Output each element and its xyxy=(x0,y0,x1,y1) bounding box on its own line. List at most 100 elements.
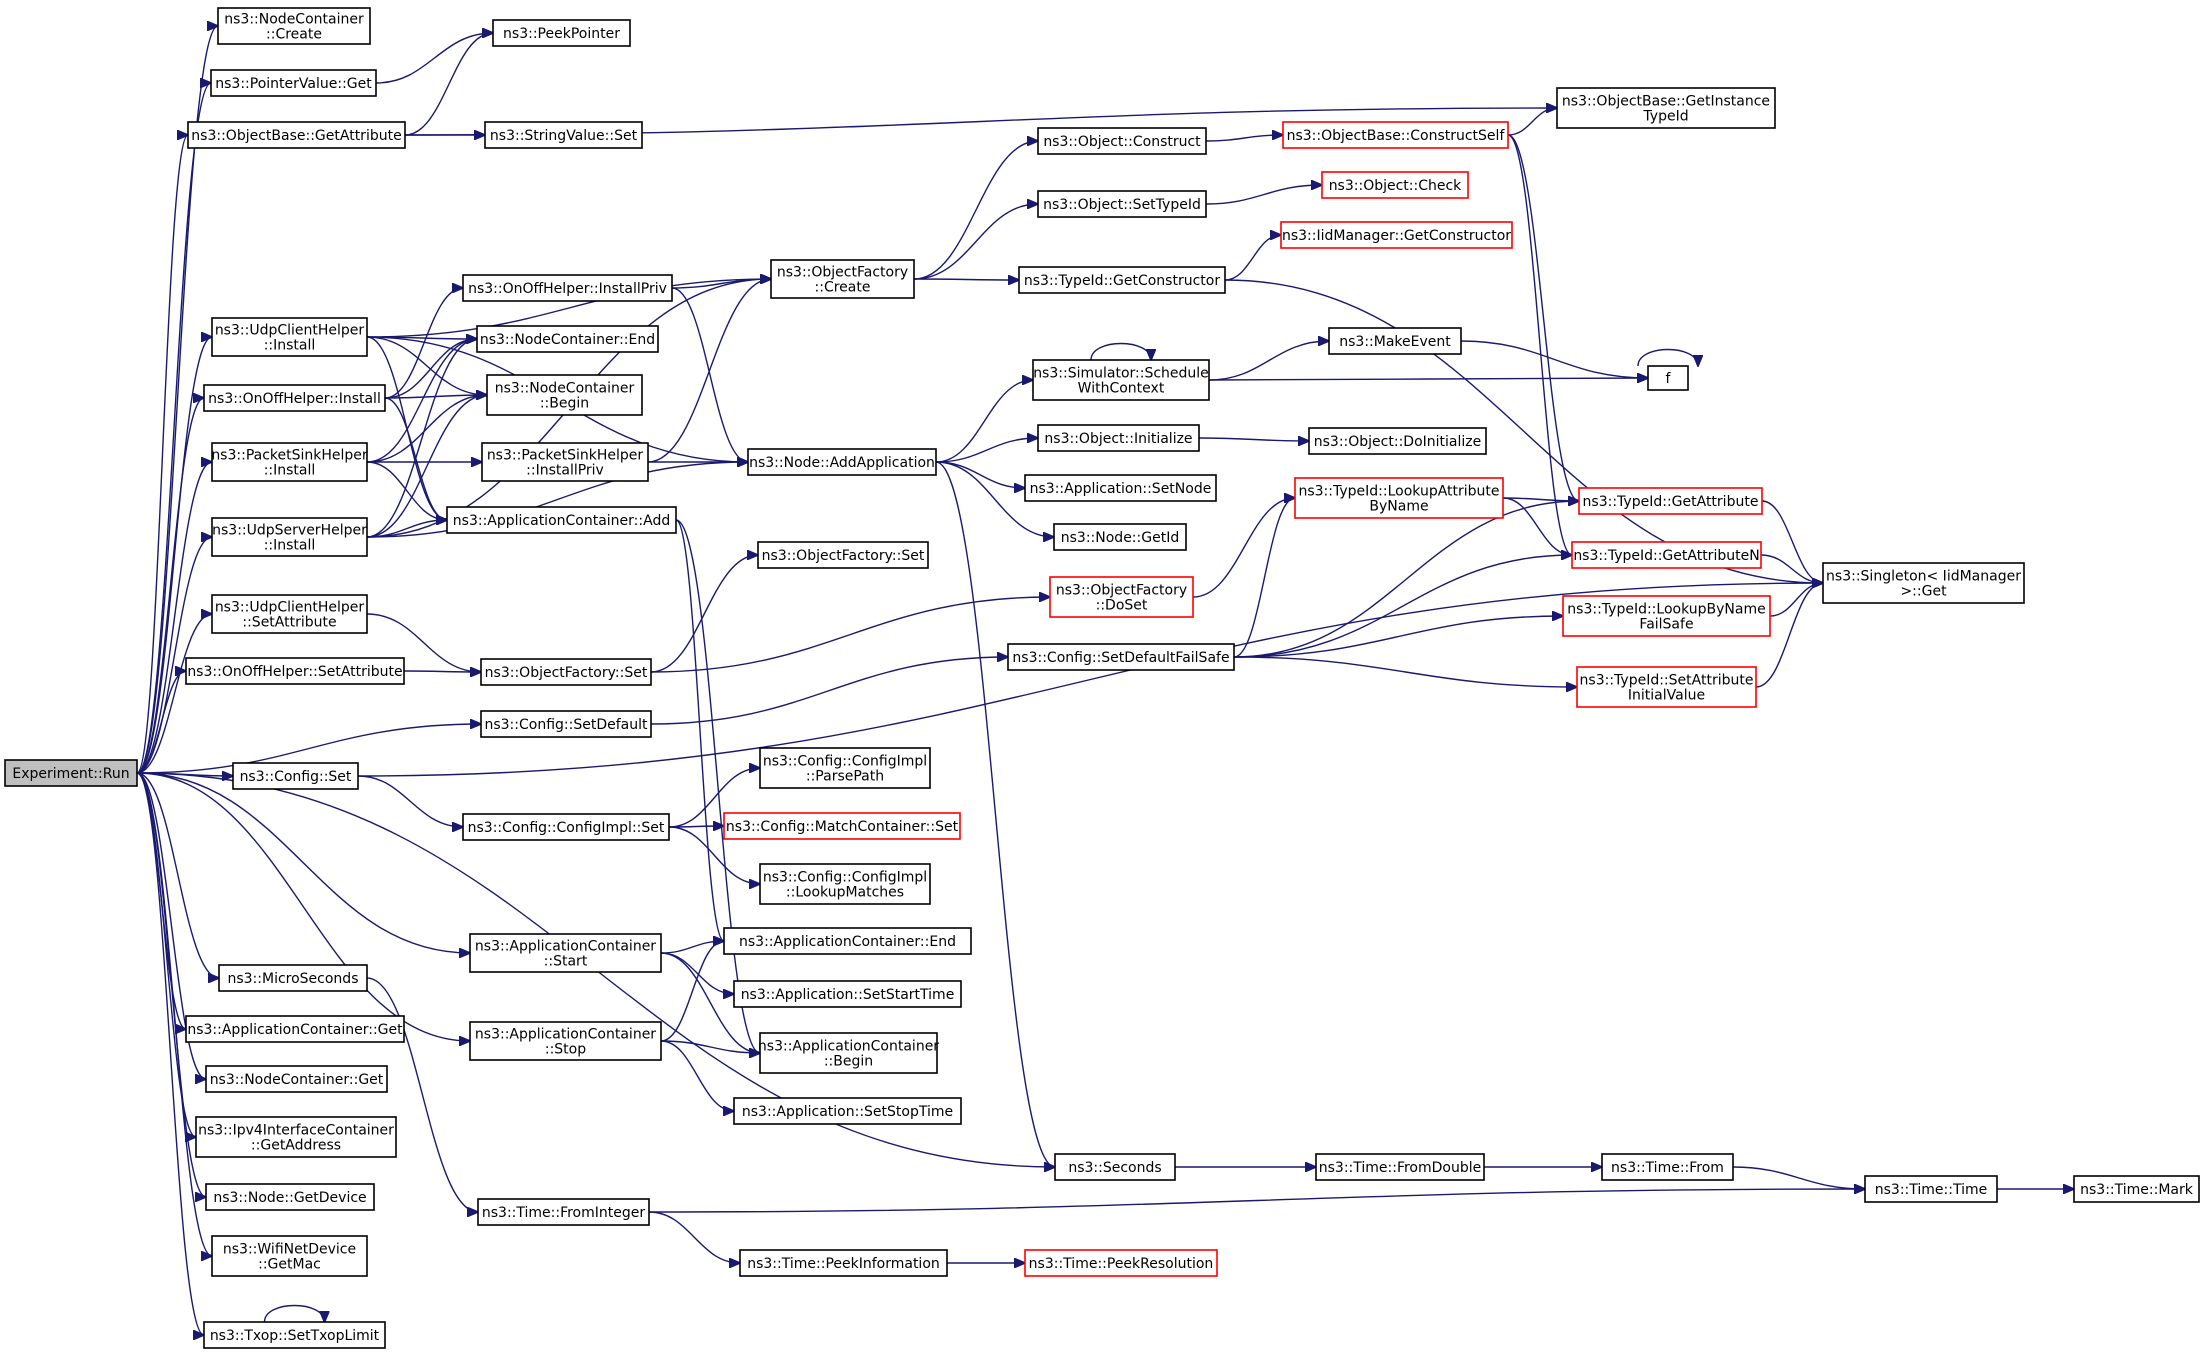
node-box xyxy=(211,317,368,357)
node-label: ns3::ApplicationContainer::Add xyxy=(453,513,670,529)
node-label: ns3::TypeId::LookupByName xyxy=(1567,602,1765,618)
node-obj-construct[interactable]: ns3::Object::Construct xyxy=(1037,127,1207,155)
node-ac-begin[interactable]: ns3::ApplicationContainer::Begin xyxy=(758,1032,939,1074)
node-microseconds[interactable]: ns3::MicroSeconds xyxy=(218,964,368,992)
node-ac-end[interactable]: ns3::ApplicationContainer::End xyxy=(723,927,972,955)
node-time-fromint[interactable]: ns3::Time::FromInteger xyxy=(477,1198,650,1226)
node-makeevent[interactable]: ns3::MakeEvent xyxy=(1328,327,1462,355)
node-sv-set[interactable]: ns3::StringValue::Set xyxy=(484,121,643,149)
node-box xyxy=(1822,562,2025,604)
node-tid-getattr[interactable]: ns3::TypeId::GetAttribute xyxy=(1578,487,1763,515)
edge-udpc-setattr-to-of-set2 xyxy=(366,613,481,672)
edge-node-addapp-to-sim-schedule xyxy=(935,380,1033,463)
node-label: ::Create xyxy=(266,27,322,43)
node-box xyxy=(1864,1175,1998,1203)
edge-tid-lookupbyname-to-singleton-get xyxy=(1769,583,1823,617)
node-label: f xyxy=(1666,371,1672,387)
node-box xyxy=(477,1198,650,1226)
node-time-peekinfo[interactable]: ns3::Time::PeekInformation xyxy=(739,1249,948,1277)
edge-ac-start-to-ac-begin xyxy=(660,952,760,1053)
node-singleton-get[interactable]: ns3::Singleton< IidManager>::Get xyxy=(1822,562,2025,604)
node-node-addapp[interactable]: ns3::Node::AddApplication xyxy=(747,448,937,476)
node-cfg-set[interactable]: ns3::Config::Set xyxy=(232,762,359,790)
node-udps-install[interactable]: ns3::UdpServerHelper::Install xyxy=(211,517,368,557)
edge-udps-install-to-nc-begin xyxy=(366,395,487,538)
node-nc-begin[interactable]: ns3::NodeContainer::Begin xyxy=(486,374,643,416)
node-ob-getattr[interactable]: ns3::ObjectBase::GetAttribute xyxy=(187,121,406,149)
node-nc-get[interactable]: ns3::NodeContainer::Get xyxy=(205,1065,388,1093)
node-ac-stop[interactable]: ns3::ApplicationContainer::Stop xyxy=(469,1021,662,1061)
node-app-setnode[interactable]: ns3::Application::SetNode xyxy=(1024,474,1217,502)
node-node-getid[interactable]: ns3::Node::GetId xyxy=(1053,523,1187,551)
node-onoff-installpriv[interactable]: ns3::OnOffHelper::InstallPriv xyxy=(462,274,673,302)
node-box xyxy=(211,1235,368,1277)
node-box xyxy=(469,933,662,973)
node-iid-getctor[interactable]: ns3::IidManager::GetConstructor xyxy=(1280,221,1513,249)
node-cfgimpl-lookup[interactable]: ns3::Config::ConfigImpl::LookupMatches xyxy=(759,863,931,905)
node-seconds[interactable]: ns3::Seconds xyxy=(1054,1153,1176,1181)
node-app-setstart[interactable]: ns3::Application::SetStartTime xyxy=(733,980,962,1008)
node-box xyxy=(1280,221,1513,249)
node-ac-add[interactable]: ns3::ApplicationContainer::Add xyxy=(446,506,677,534)
node-of-set2[interactable]: ns3::ObjectFactory::Set xyxy=(480,658,652,686)
node-label: ns3::UdpClientHelper xyxy=(215,600,365,616)
node-tid-getattrn[interactable]: ns3::TypeId::GetAttributeN xyxy=(1571,541,1762,569)
node-box xyxy=(1024,1249,1218,1277)
node-time-mark[interactable]: ns3::Time::Mark xyxy=(2073,1175,2200,1203)
node-time-fromdouble[interactable]: ns3::Time::FromDouble xyxy=(1315,1153,1485,1181)
node-box xyxy=(1576,666,1757,708)
node-nc-end[interactable]: ns3::NodeContainer::End xyxy=(476,325,659,353)
node-pv-get[interactable]: ns3::PointerValue::Get xyxy=(210,69,377,97)
node-label: ns3::NodeContainer xyxy=(224,12,364,28)
node-label: ns3::Object::Check xyxy=(1329,178,1462,194)
node-nc-create[interactable]: ns3::NodeContainer::Create xyxy=(217,7,371,45)
node-of-set[interactable]: ns3::ObjectFactory::Set xyxy=(757,541,929,569)
node-onoff-install[interactable]: ns3::OnOffHelper::Install xyxy=(203,384,386,412)
node-obj-check[interactable]: ns3::Object::Check xyxy=(1321,171,1469,199)
node-cfg-matchset[interactable]: ns3::Config::MatchContainer::Set xyxy=(723,812,961,840)
node-label: ns3::Time::Time xyxy=(1875,1182,1987,1198)
node-label: ns3::Simulator::Schedule xyxy=(1033,366,1209,382)
node-label: ns3::UdpServerHelper xyxy=(212,523,367,539)
node-box xyxy=(1037,424,1200,452)
node-cfgimpl-parsepath[interactable]: ns3::Config::ConfigImpl::ParsePath xyxy=(759,747,931,789)
node-tid-getctor[interactable]: ns3::TypeId::GetConstructor xyxy=(1018,266,1226,294)
node-psh-installpriv[interactable]: ns3::PacketSinkHelper::InstallPriv xyxy=(481,442,649,482)
node-run[interactable]: Experiment::Run xyxy=(4,759,138,787)
node-f[interactable]: f xyxy=(1647,365,1689,391)
node-label: ::Create xyxy=(815,280,871,296)
node-ipv4-getaddr[interactable]: ns3::Ipv4InterfaceContainer::GetAddress xyxy=(195,1116,397,1158)
node-time-peekres[interactable]: ns3::Time::PeekResolution xyxy=(1024,1249,1218,1277)
node-cfg-setdefault[interactable]: ns3::Config::SetDefault xyxy=(480,710,652,738)
node-ob-constructself[interactable]: ns3::ObjectBase::ConstructSelf xyxy=(1282,121,1509,149)
node-time-from[interactable]: ns3::Time::From xyxy=(1601,1153,1734,1181)
edge-tid-getctor-to-iid-getctor xyxy=(1224,235,1281,281)
node-of-doset[interactable]: ns3::ObjectFactory::DoSet xyxy=(1049,576,1194,618)
node-wifi-getmac[interactable]: ns3::WifiNetDevice::GetMac xyxy=(211,1235,368,1277)
node-obj-init[interactable]: ns3::Object::Initialize xyxy=(1037,424,1200,452)
node-udpc-setattr[interactable]: ns3::UdpClientHelper::SetAttribute xyxy=(211,594,368,634)
edge-ob-constructself-to-tid-getattrn xyxy=(1507,134,1572,555)
node-app-setstop[interactable]: ns3::Application::SetStopTime xyxy=(733,1097,962,1125)
node-onoff-setattr[interactable]: ns3::OnOffHelper::SetAttribute xyxy=(185,657,405,685)
node-udpc-install[interactable]: ns3::UdpClientHelper::Install xyxy=(211,317,368,357)
node-obj-doinit[interactable]: ns3::Object::DoInitialize xyxy=(1308,427,1487,455)
node-txop-setlimit[interactable]: ns3::Txop::SetTxopLimit xyxy=(203,1321,386,1349)
node-label: ::Stop xyxy=(545,1042,586,1058)
node-obj-settypeid[interactable]: ns3::Object::SetTypeId xyxy=(1037,190,1207,218)
node-psh-install[interactable]: ns3::PacketSinkHelper::Install xyxy=(211,442,368,482)
node-of-create[interactable]: ns3::ObjectFactory::Create xyxy=(770,259,915,299)
node-cfgimpl-set[interactable]: ns3::Config::ConfigImpl::Set xyxy=(462,813,670,841)
node-cfg-setdefaultfs[interactable]: ns3::Config::SetDefaultFailSafe xyxy=(1007,643,1235,671)
node-ac-start[interactable]: ns3::ApplicationContainer::Start xyxy=(469,933,662,973)
node-peekptr[interactable]: ns3::PeekPointer xyxy=(492,19,631,47)
node-time-time[interactable]: ns3::Time::Time xyxy=(1864,1175,1998,1203)
node-ac-get[interactable]: ns3::ApplicationContainer::Get xyxy=(185,1015,405,1043)
node-node-getdevice[interactable]: ns3::Node::GetDevice xyxy=(205,1183,375,1211)
node-label: ns3::ObjectBase::GetAttribute xyxy=(191,128,401,144)
